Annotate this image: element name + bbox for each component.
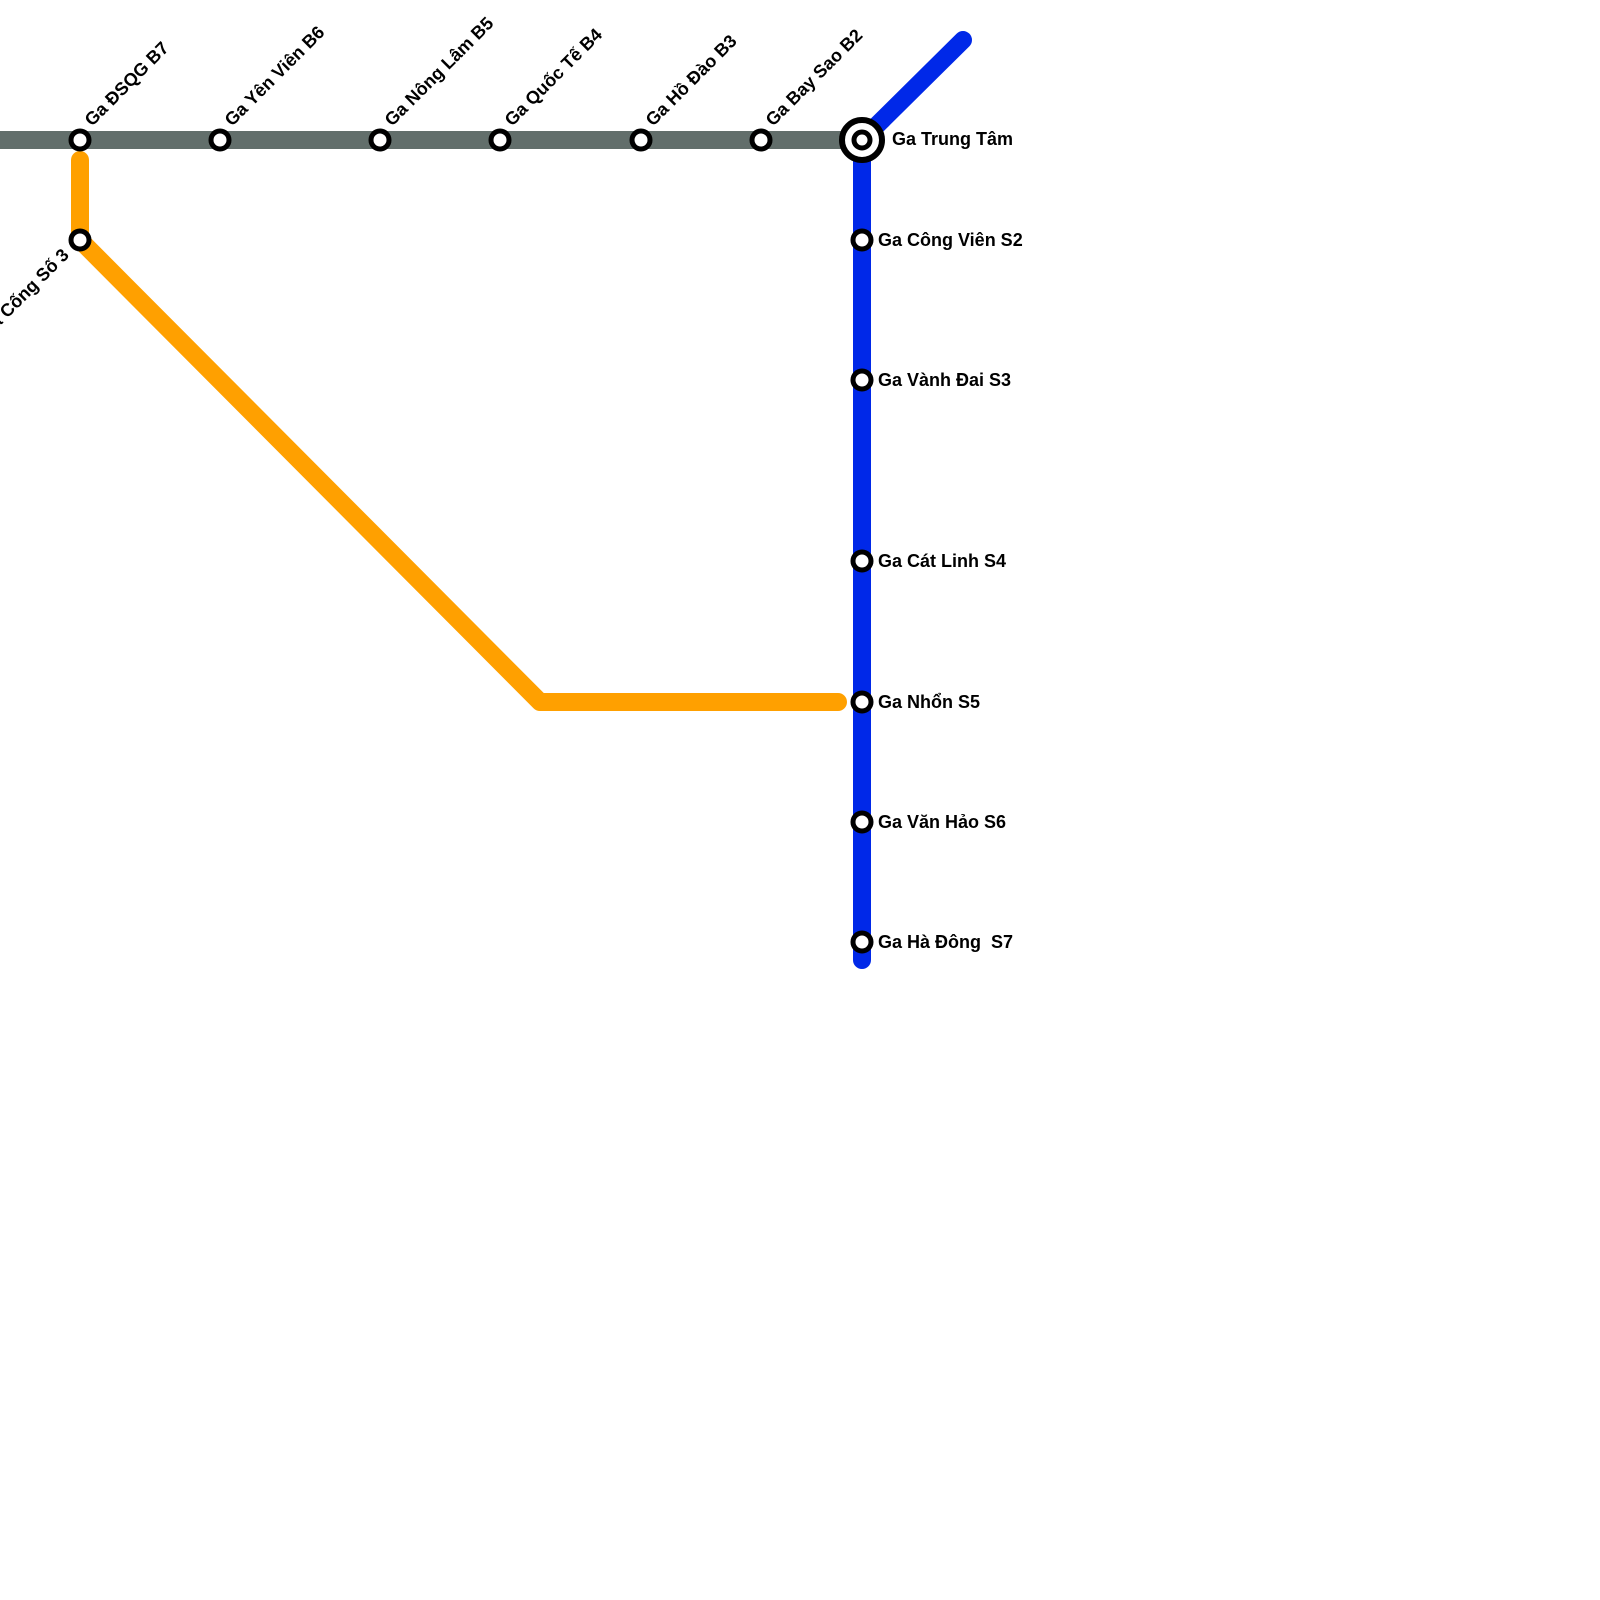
station-label: Ga ĐSQG B7 [81, 38, 173, 130]
hub-station[interactable]: Ga Trung Tâm [839, 117, 1013, 163]
station-marker [68, 128, 92, 152]
hub-label: Ga Trung Tâm [892, 129, 1013, 149]
hub-inner-ring [851, 129, 873, 151]
station-marker [850, 810, 874, 834]
station-label: Ga Công Viên S2 [878, 230, 1023, 250]
station-marker [850, 930, 874, 954]
station-marker [68, 228, 92, 252]
station-s5[interactable]: Ga Nhổn S5 [850, 690, 980, 714]
station-label: Ga Cống Số 3 [0, 245, 73, 343]
station-marker [629, 128, 653, 152]
station-label: Ga Cát Linh S4 [878, 551, 1006, 571]
station-label: Ga Nông Lâm B5 [381, 13, 498, 130]
station-marker [368, 128, 392, 152]
station-marker [850, 228, 874, 252]
station-s7[interactable]: Ga Hà Đông S7 [850, 930, 1013, 954]
station-label: Ga Nhổn S5 [878, 692, 980, 712]
station-s6[interactable]: Ga Văn Hảo S6 [850, 810, 1006, 834]
station-label: Ga Yên Viên B6 [221, 22, 329, 130]
station-s4[interactable]: Ga Cát Linh S4 [850, 549, 1006, 573]
station-s3[interactable]: Ga Vành Đai S3 [850, 368, 1011, 392]
station-o3[interactable]: Ga Cống Số 3 [0, 228, 92, 343]
station-label: Ga Hà Đông S7 [878, 932, 1013, 952]
station-b4[interactable]: Ga Quốc Tế B4 [488, 24, 606, 152]
station-label: Ga Hồ Đào B3 [642, 31, 741, 130]
station-label: Ga Vành Đai S3 [878, 370, 1011, 390]
station-marker [208, 128, 232, 152]
station-label: Ga Văn Hảo S6 [878, 812, 1006, 832]
station-b6[interactable]: Ga Yên Viên B6 [208, 22, 329, 152]
station-marker [850, 549, 874, 573]
station-label: Ga Quốc Tế B4 [501, 24, 606, 129]
station-label: Ga Bay Sao B2 [762, 25, 867, 130]
station-marker [850, 690, 874, 714]
station-s2[interactable]: Ga Công Viên S2 [850, 228, 1023, 252]
station-marker [850, 368, 874, 392]
station-marker [749, 128, 773, 152]
station-marker [488, 128, 512, 152]
station-b5[interactable]: Ga Nông Lâm B5 [368, 13, 498, 152]
orange-line [71, 151, 847, 711]
